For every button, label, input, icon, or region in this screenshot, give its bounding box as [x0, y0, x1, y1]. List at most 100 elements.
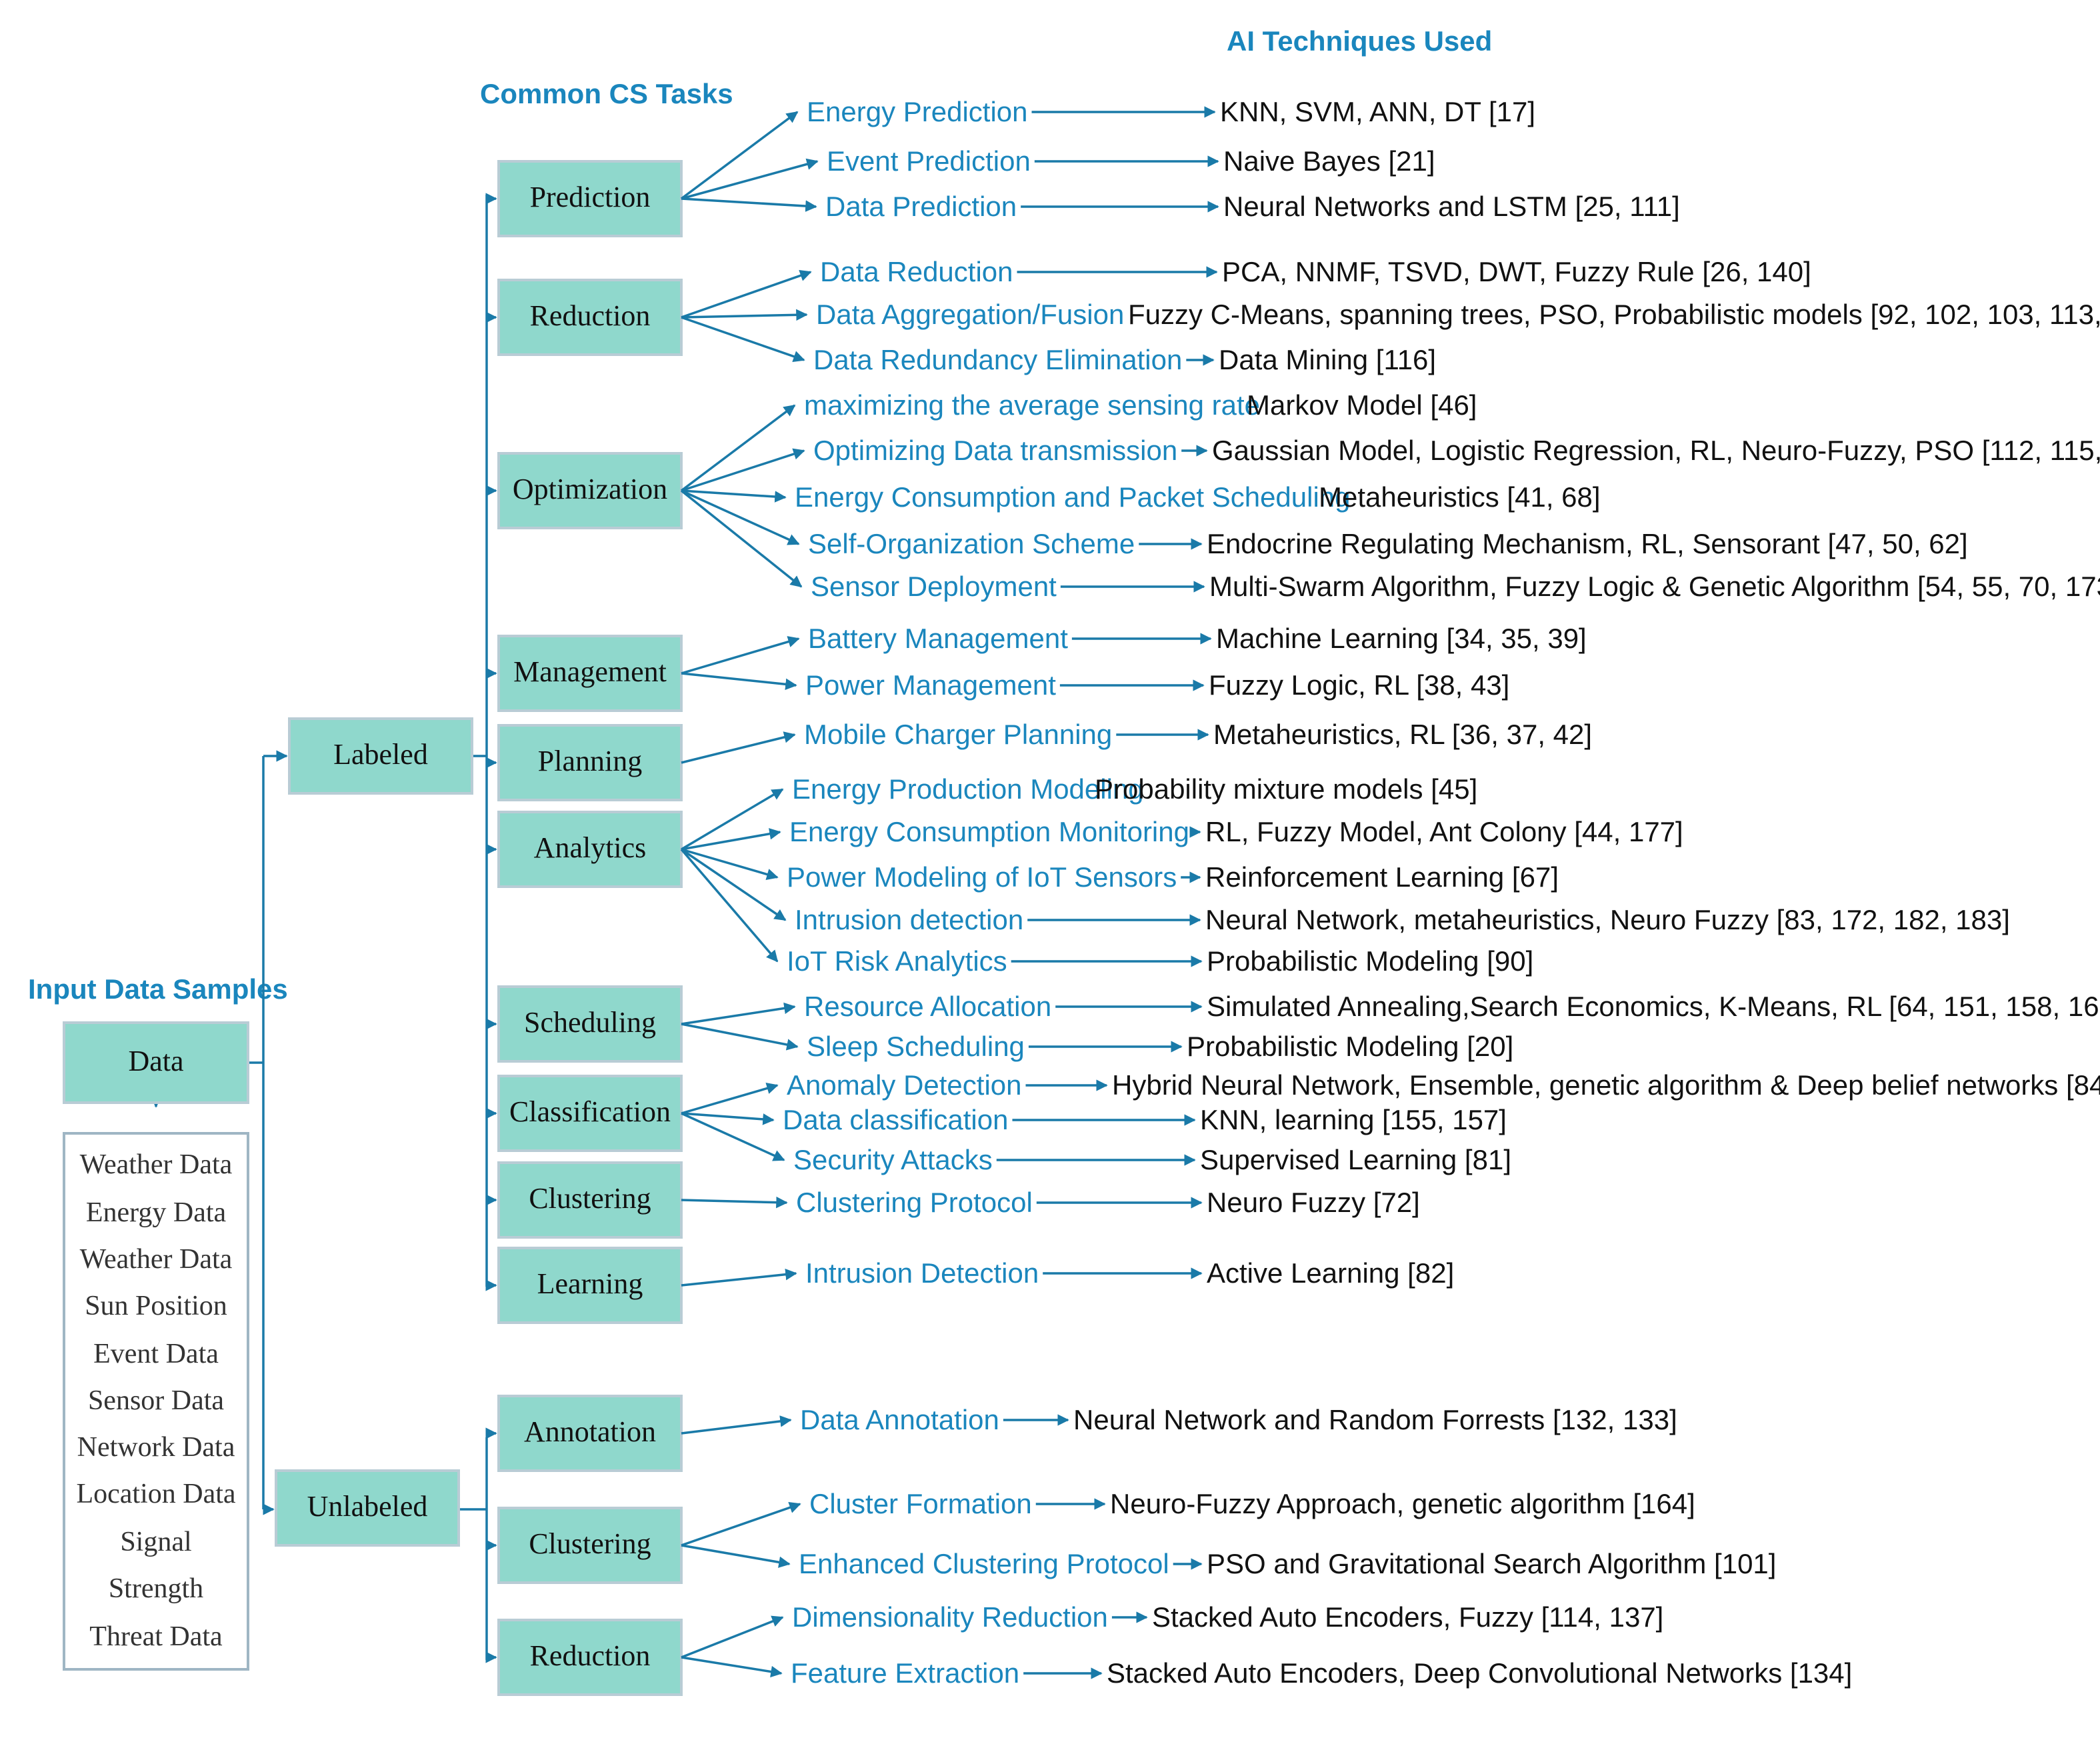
input-sample-item: Network Data — [77, 1432, 235, 1463]
category-label: Annotation — [524, 1415, 656, 1448]
branch-line — [681, 448, 805, 492]
unlabeled-box — [275, 1469, 460, 1547]
category-label: Scheduling — [524, 1006, 656, 1039]
branch-line — [681, 731, 796, 764]
branch-line — [681, 316, 805, 363]
ai-techniques-header: AI Techniques Used — [1227, 25, 1492, 57]
technique-label: Neuro-Fuzzy Approach, genetic algorithm … — [1110, 1488, 1695, 1519]
category-box-prediction — [497, 160, 683, 237]
labeled-box — [288, 717, 473, 795]
task-label: Dimensionality Reduction — [792, 1601, 1108, 1633]
input-sample-item: Weather Data — [80, 1149, 233, 1180]
category-label: Planning — [538, 745, 642, 777]
task-label: Energy Production Modeling — [792, 773, 1144, 805]
input-sample-item: Weather Data — [80, 1244, 233, 1275]
technique-label: Machine Learning [34, 35, 39] — [1216, 623, 1587, 654]
input-sample-item: Signal — [120, 1527, 191, 1557]
task-label: Intrusion detection — [795, 904, 1023, 935]
technique-label: KNN, SVM, ANN, DT [17] — [1220, 96, 1535, 127]
category-box-clustering — [497, 1161, 683, 1239]
category-label: Learning — [537, 1267, 643, 1300]
connector-lines — [150, 193, 497, 1663]
technique-label: Data Mining [116] — [1219, 344, 1436, 375]
task-label: Clustering Protocol — [796, 1187, 1033, 1218]
labeled-label: Labeled — [333, 738, 428, 771]
technique-label: Probabilistic Modeling [90] — [1207, 945, 1533, 977]
input-sample-item: Sensor Data — [88, 1385, 224, 1416]
category-label: Prediction — [530, 181, 651, 213]
branch-line — [681, 269, 812, 319]
task-label: Mobile Charger Planning — [804, 719, 1112, 750]
task-label: Enhanced Clustering Protocol — [799, 1548, 1169, 1579]
technique-label: Stacked Auto Encoders, Deep Convolutiona… — [1107, 1657, 1852, 1689]
task-label: Energy Prediction — [807, 96, 1028, 127]
task-label: Data Prediction — [825, 191, 1017, 222]
data-root-box — [63, 1021, 249, 1104]
technique-label: Gaussian Model, Logistic Regression, RL,… — [1212, 435, 2100, 466]
task-label: Cluster Formation — [809, 1488, 1032, 1519]
task-label: Security Attacks — [793, 1144, 993, 1175]
technique-label: Naive Bayes [21] — [1223, 145, 1435, 177]
technique-label: Fuzzy C-Means, spanning trees, PSO, Prob… — [1128, 299, 2100, 330]
branch-line — [681, 828, 781, 851]
task-label: Anomaly Detection — [787, 1069, 1022, 1101]
branch-line — [681, 489, 800, 545]
input-samples-box — [63, 1132, 249, 1671]
technique-label: Neural Networks and LSTM [25, 111] — [1223, 191, 1680, 222]
input-sample-item: Threat Data — [89, 1621, 223, 1652]
task-label: Data classification — [783, 1104, 1008, 1135]
technique-label: Probabilistic Modeling [20] — [1187, 1031, 1513, 1062]
technique-label: Active Learning [82] — [1207, 1257, 1454, 1289]
branch-line — [681, 1112, 775, 1125]
task-label: Power Management — [805, 669, 1056, 701]
branch-line — [681, 1415, 792, 1435]
task-label: Data Aggregation/Fusion — [816, 299, 1124, 330]
branch-line — [681, 848, 787, 921]
branch-line — [681, 1268, 797, 1287]
task-label: Battery Management — [808, 623, 1068, 654]
task-label: Sleep Scheduling — [807, 1031, 1025, 1062]
technique-label: PSO and Gravitational Search Algorithm [… — [1207, 1548, 1776, 1579]
branch-line — [681, 1023, 799, 1051]
branch-line — [681, 672, 797, 691]
category-label: Clustering — [529, 1182, 651, 1215]
branch-line — [681, 1002, 796, 1025]
branch-line — [681, 1656, 783, 1678]
category-label: Clustering — [529, 1527, 651, 1560]
branch-line — [681, 309, 808, 321]
task-label: Data Annotation — [800, 1404, 999, 1435]
technique-label: Endocrine Regulating Mechanism, RL, Sens… — [1207, 528, 1968, 559]
input-samples-header: Input Data Samples — [28, 973, 288, 1005]
branch-line — [681, 1083, 779, 1115]
task-label: Event Prediction — [827, 145, 1031, 177]
branch-line — [681, 1196, 788, 1209]
technique-label: KNN, learning [155, 157] — [1200, 1104, 1507, 1135]
branch-line — [681, 1615, 784, 1659]
task-categories: Prediction Energy Prediction KNN, SVM, ANN… — [497, 96, 2100, 1696]
technique-label: Metaheuristics [41, 68] — [1319, 481, 1601, 513]
category-box-reduction — [497, 1619, 683, 1696]
branch-line — [680, 404, 796, 492]
branch-line — [681, 1112, 785, 1161]
category-box-scheduling — [497, 985, 683, 1063]
task-label: Self-Organization Scheme — [808, 528, 1135, 559]
category-label: Reduction — [530, 299, 651, 332]
task-label: Sensor Deployment — [811, 571, 1057, 602]
category-box-optimization — [497, 452, 683, 529]
technique-label: Probability mixture models [45] — [1095, 773, 1477, 805]
input-sample-item: Event Data — [93, 1339, 219, 1369]
technique-label: Reinforcement Learning [67] — [1205, 861, 1559, 893]
input-sample-item: Strength — [109, 1573, 203, 1604]
task-label: Energy Consumption Monitoring — [789, 816, 1189, 847]
technique-label: Neuro Fuzzy [72] — [1207, 1187, 1420, 1218]
category-label: Analytics — [534, 831, 647, 864]
technique-label: Fuzzy Logic, RL [38, 43] — [1209, 669, 1509, 701]
task-label: Feature Extraction — [791, 1657, 1019, 1689]
input-sample-item: Sun Position — [85, 1291, 227, 1321]
technique-label: Markov Model [46] — [1247, 389, 1477, 421]
branch-line — [680, 111, 799, 200]
branch-line — [681, 1544, 791, 1568]
task-label: Intrusion Detection — [805, 1257, 1039, 1289]
task-label: Data Reduction — [820, 256, 1013, 287]
